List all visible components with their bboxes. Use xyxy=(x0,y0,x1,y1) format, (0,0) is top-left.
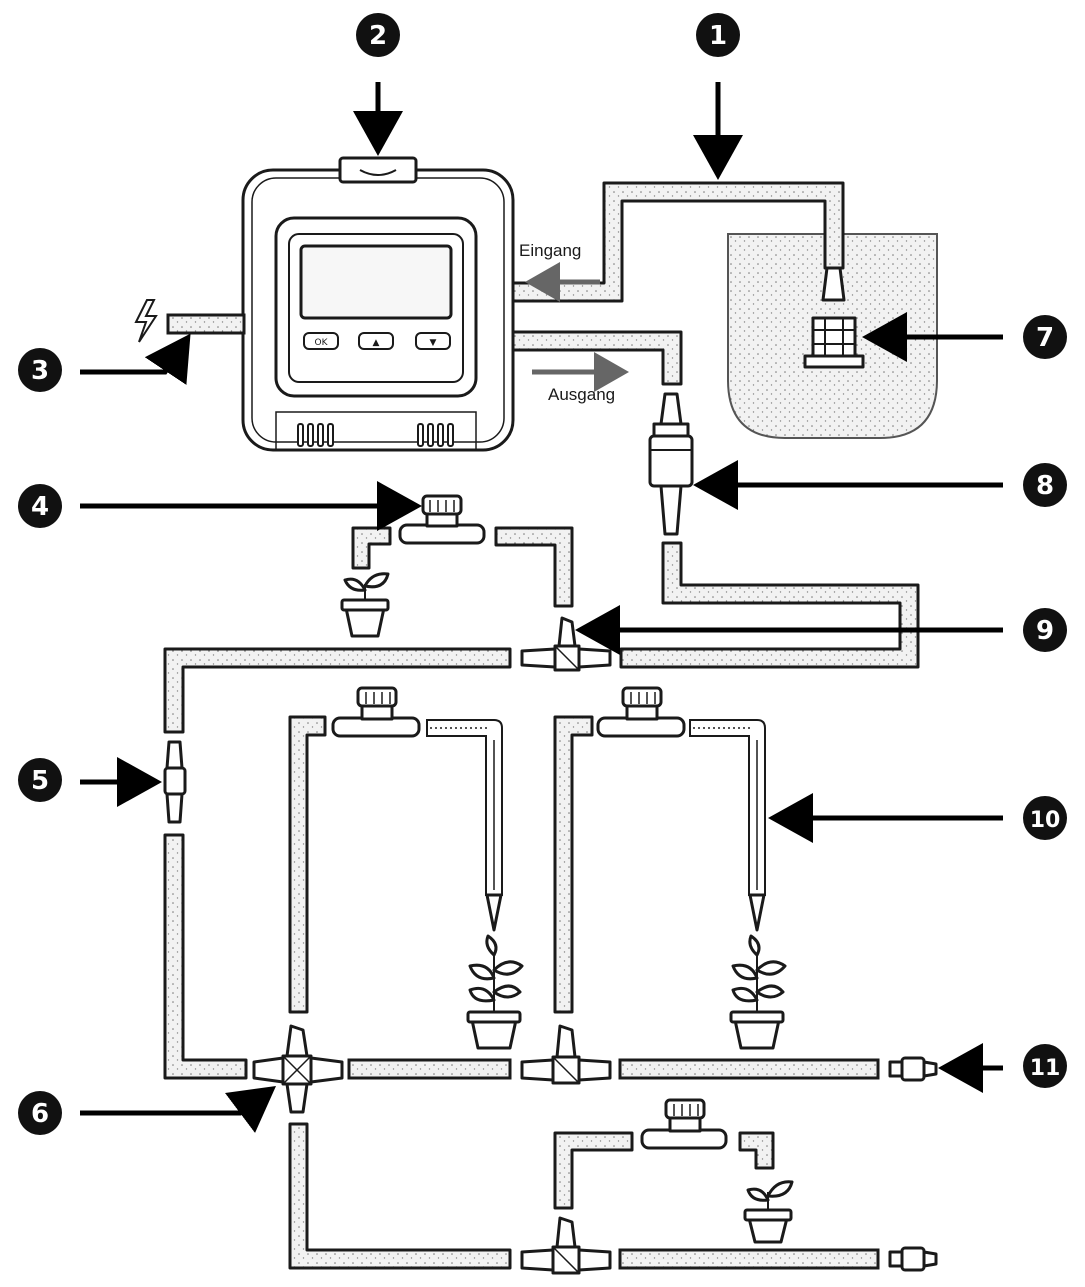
number-badge-3: 3 xyxy=(18,348,62,392)
number-badge-7: 7 xyxy=(1023,315,1067,359)
mid-right-tee-dripper xyxy=(596,686,686,738)
mid-right-plant-icon xyxy=(729,934,787,1050)
number-badge-5: 5 xyxy=(18,758,62,802)
water-reservoir xyxy=(727,233,938,439)
svg-text:4: 4 xyxy=(31,492,49,522)
number-badge-10: 10 xyxy=(1023,796,1067,840)
mid-left-plant-icon xyxy=(466,934,524,1050)
mid-left-tee-dripper xyxy=(331,686,421,738)
controller-unit: OK ▲ ▼ xyxy=(241,156,515,452)
svg-text:6: 6 xyxy=(31,1099,49,1129)
number-badge-6: 6 xyxy=(18,1091,62,1135)
supply-tube xyxy=(619,541,920,669)
outlet-flow-indicator: Ausgang xyxy=(532,352,629,404)
svg-text:11: 11 xyxy=(1030,1056,1061,1081)
power-cable xyxy=(166,313,246,335)
end-plug xyxy=(888,1056,938,1082)
svg-text:OK: OK xyxy=(315,338,329,348)
cross-connector xyxy=(252,1024,344,1114)
svg-text:1: 1 xyxy=(709,21,727,51)
number-badge-1: 1 xyxy=(696,13,740,57)
top-right-tube xyxy=(494,526,574,608)
mid-bottom-tube xyxy=(347,1058,512,1080)
inlet-flow-indicator: Eingang xyxy=(519,241,600,302)
straight-connector xyxy=(163,740,187,824)
controller-screen xyxy=(299,244,453,320)
bottom-left-tube xyxy=(288,1122,512,1270)
mid-right-drip-stake xyxy=(689,719,766,932)
svg-text:7: 7 xyxy=(1036,323,1054,353)
svg-text:3: 3 xyxy=(31,356,49,386)
check-valve xyxy=(648,392,694,536)
bottom-tee-dripper xyxy=(640,1098,728,1150)
tee-connector-middle xyxy=(520,1024,612,1085)
callout-arrows xyxy=(80,82,1003,1133)
svg-text:5: 5 xyxy=(31,766,49,796)
controller-top-cap xyxy=(338,156,418,184)
left-upper-tube xyxy=(163,647,512,734)
number-badge-8: 8 xyxy=(1023,463,1067,507)
bottom-plant-icon xyxy=(743,1180,794,1244)
end-plug-bottom xyxy=(888,1246,938,1272)
left-lower-tube xyxy=(163,833,248,1080)
svg-text:▼: ▼ xyxy=(430,338,437,348)
number-badge-9: 9 xyxy=(1023,608,1067,652)
number-badge-11: 11 xyxy=(1023,1044,1067,1088)
outlet-tube xyxy=(511,330,683,386)
bottom-right-elbow-tube xyxy=(738,1131,775,1170)
controller-button-up[interactable]: ▲ xyxy=(358,332,394,350)
svg-text:10: 10 xyxy=(1030,808,1061,833)
right-bottom-tube xyxy=(618,1058,880,1080)
bottom-riser-tube xyxy=(553,1131,634,1210)
tee-connector-bottom xyxy=(520,1216,612,1275)
inlet-label: Eingang xyxy=(519,241,581,260)
svg-text:9: 9 xyxy=(1036,616,1054,646)
svg-text:8: 8 xyxy=(1036,471,1054,501)
controller-vents xyxy=(297,423,454,447)
controller-button-ok[interactable]: OK xyxy=(303,332,339,350)
outlet-label: Ausgang xyxy=(548,385,615,404)
top-tee-dripper xyxy=(398,494,486,545)
mid-left-drip-stake xyxy=(426,719,503,932)
number-badge-2: 2 xyxy=(356,13,400,57)
lightning-icon xyxy=(134,299,158,343)
controller-button-down[interactable]: ▼ xyxy=(415,332,451,350)
callout-arrow-3 xyxy=(80,333,191,385)
svg-text:2: 2 xyxy=(369,21,387,51)
mid-right-vertical-tube xyxy=(553,715,594,1014)
top-left-elbow-tube xyxy=(351,526,392,570)
mid-left-vertical-tube xyxy=(288,715,327,1014)
bottom-right-tube xyxy=(618,1248,880,1270)
svg-text:▲: ▲ xyxy=(373,338,380,348)
small-plant-icon xyxy=(340,572,390,638)
tee-connector-main xyxy=(520,616,612,672)
number-badge-4: 4 xyxy=(18,484,62,528)
callout-arrow-6 xyxy=(80,1086,276,1133)
